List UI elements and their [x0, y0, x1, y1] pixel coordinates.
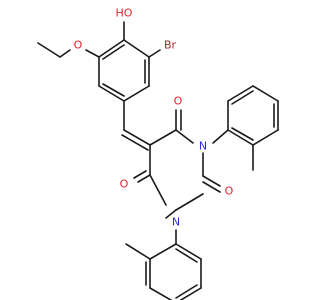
bromine-label: Br — [164, 39, 177, 52]
nitrogen-top-label: N — [199, 140, 207, 153]
ether-oxygen-label: O — [74, 39, 83, 52]
molecule-canvas: HO Br O O N O O N — [37, 6, 279, 300]
nitrogen-bottom-label: N — [172, 216, 180, 229]
bond-layer — [37, 21, 279, 300]
hydroxyl-label: HO — [116, 7, 133, 20]
atom-label-layer: HO Br O O N O O N — [74, 7, 234, 229]
carbonyl-oxygen-left-label: O — [120, 178, 129, 191]
structure-diagram: HO Br O O N O O N — [37, 7, 279, 300]
carbonyl-oxygen-top-label: O — [174, 95, 183, 108]
carbonyl-oxygen-right-label: O — [225, 185, 234, 198]
